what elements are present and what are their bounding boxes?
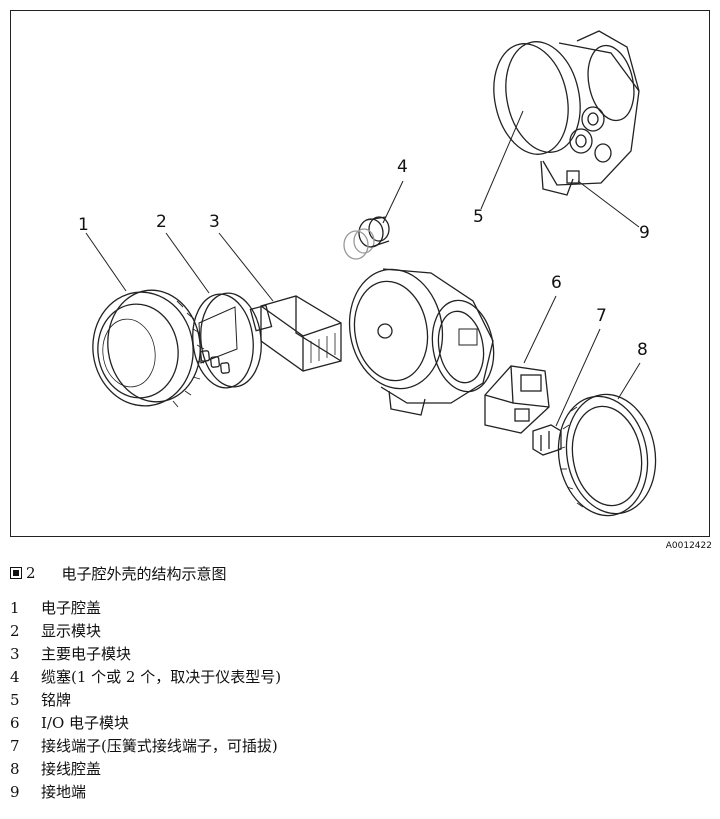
figure-icon bbox=[10, 567, 22, 579]
legend-number: 8 bbox=[10, 759, 20, 778]
legend-text: 接线端子(压簧式接线端子，可插拔) bbox=[41, 737, 278, 755]
legend-item: 8 接线腔盖 bbox=[10, 757, 281, 780]
caption-number: 2 bbox=[26, 564, 36, 582]
legend-text: I/O 电子模块 bbox=[41, 714, 130, 732]
figure-caption: 2 电子腔外壳的结构示意图 bbox=[10, 563, 227, 583]
figure-code: A0012422 bbox=[665, 541, 712, 551]
housing-body-drawing bbox=[348, 268, 495, 416]
leader-line-4 bbox=[382, 180, 404, 224]
callout-5: 5 bbox=[473, 207, 484, 227]
callout-7: 7 bbox=[596, 306, 607, 326]
terminal-cover-drawing bbox=[557, 393, 657, 517]
main-electronics-drawing bbox=[249, 295, 342, 372]
electronics-cover-drawing bbox=[92, 289, 205, 408]
legend-text: 主要电子模块 bbox=[41, 645, 132, 663]
legend-item: 1 电子腔盖 bbox=[10, 596, 281, 619]
callout-9: 9 bbox=[639, 223, 650, 243]
legend-number: 9 bbox=[10, 782, 20, 801]
leader-line-7 bbox=[555, 328, 601, 427]
exploded-view-drawing bbox=[85, 30, 657, 517]
exploded-view-figure: 1 2 3 4 5 6 7 8 9 bbox=[10, 10, 710, 537]
leader-lines bbox=[85, 110, 641, 427]
legend-number: 2 bbox=[10, 621, 20, 640]
legend-item: 9 接地端 bbox=[10, 780, 281, 803]
legend-text: 接地端 bbox=[41, 783, 87, 801]
leader-line-6 bbox=[523, 295, 557, 364]
legend-text: 铭牌 bbox=[41, 691, 72, 709]
legend-text: 接线腔盖 bbox=[41, 760, 102, 778]
leader-line-3 bbox=[218, 232, 274, 302]
leader-line-9 bbox=[577, 180, 640, 228]
caption-title: 电子腔外壳的结构示意图 bbox=[61, 564, 227, 583]
terminal-block-drawing bbox=[532, 424, 562, 456]
callout-3: 3 bbox=[209, 212, 220, 232]
legend-item: 6 I/O 电子模块 bbox=[10, 711, 281, 734]
legend-text: 缆塞(1 个或 2 个，取决于仪表型号) bbox=[41, 668, 282, 686]
legend-number: 6 bbox=[10, 713, 20, 732]
legend-item: 7 接线端子(压簧式接线端子，可插拔) bbox=[10, 734, 281, 757]
legend-item: 5 铭牌 bbox=[10, 688, 281, 711]
callout-6: 6 bbox=[551, 273, 562, 293]
callout-1: 1 bbox=[78, 215, 89, 235]
leader-line-1 bbox=[85, 232, 127, 292]
housing-assembly-drawing bbox=[493, 30, 640, 196]
legend-number: 5 bbox=[10, 690, 20, 709]
legend-number: 7 bbox=[10, 736, 20, 755]
legend-item: 4 缆塞(1 个或 2 个，取决于仪表型号) bbox=[10, 665, 281, 688]
display-module-drawing bbox=[192, 292, 262, 389]
legend-text: 电子腔盖 bbox=[41, 599, 102, 617]
io-electronics-drawing bbox=[484, 365, 550, 434]
legend-number: 4 bbox=[10, 667, 20, 686]
callout-8: 8 bbox=[637, 340, 648, 360]
legend-number: 1 bbox=[10, 598, 20, 617]
legend-list: 1 电子腔盖 2 显示模块 3 主要电子模块 4 缆塞(1 个或 2 个，取决于仪表型号… bbox=[10, 596, 281, 803]
cable-gland-drawing bbox=[343, 216, 390, 260]
leader-line-8 bbox=[617, 362, 641, 400]
legend-item: 3 主要电子模块 bbox=[10, 642, 281, 665]
callout-4: 4 bbox=[397, 157, 408, 177]
legend-item: 2 显示模块 bbox=[10, 619, 281, 642]
callout-2: 2 bbox=[156, 212, 167, 232]
leader-line-2 bbox=[165, 232, 210, 294]
legend-number: 3 bbox=[10, 644, 20, 663]
legend-text: 显示模块 bbox=[41, 622, 102, 640]
